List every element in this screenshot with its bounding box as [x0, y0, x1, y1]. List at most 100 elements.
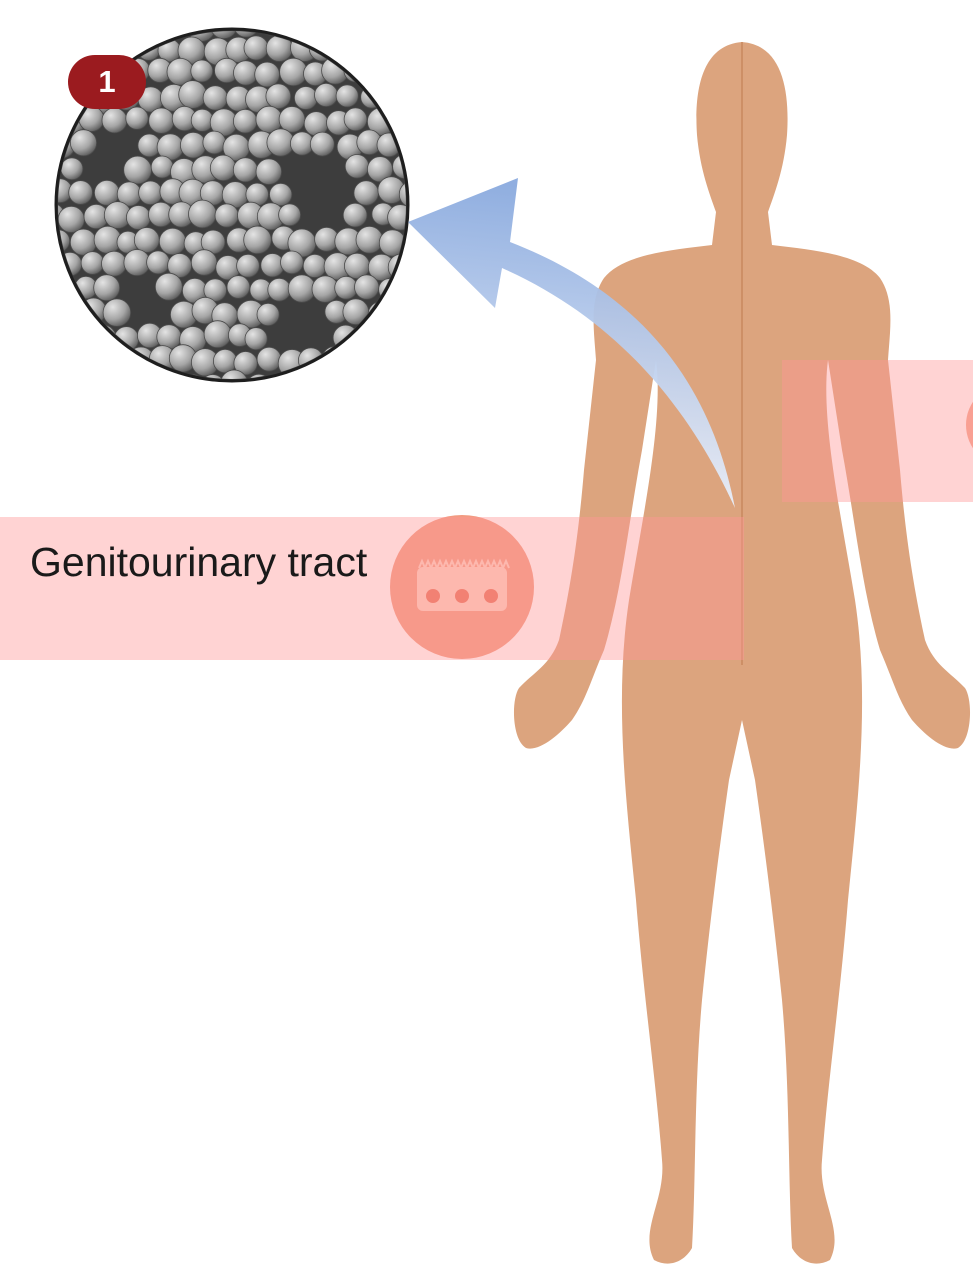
coccus-cell [270, 183, 292, 205]
coccus-cell [126, 206, 150, 230]
coccus-cell [344, 108, 367, 131]
coccus-cell [381, 325, 404, 348]
coccus-cell [399, 280, 423, 304]
coccus-cell [244, 226, 272, 254]
coccus-cell [210, 155, 236, 181]
coccus-cell [399, 132, 424, 157]
coccus-cell [270, 373, 297, 400]
coccus-cell [409, 111, 435, 137]
coccus-cell [191, 60, 213, 82]
coccus-cell [46, 86, 72, 112]
coccus-cell [71, 371, 99, 399]
coccus-cell [399, 181, 426, 208]
coccus-cell [303, 13, 326, 36]
coccus-cell [103, 299, 131, 327]
coccus-cell [210, 11, 238, 39]
coccus-cell [126, 107, 148, 129]
coccus-cell [322, 347, 347, 372]
coccus-cell [314, 377, 336, 399]
coccus-cell [377, 82, 403, 108]
coccus-cell [245, 328, 267, 350]
coccus-cell [39, 14, 62, 37]
coccus-cell [102, 10, 129, 37]
coccus-cell [421, 372, 444, 395]
coccus-cell [377, 33, 404, 60]
coccus-cell [334, 375, 360, 401]
coccus-cell [124, 250, 150, 276]
coccus-cell [233, 109, 257, 133]
coccus-cell [421, 323, 445, 347]
coccus-cell [310, 132, 334, 156]
coccus-cell [412, 303, 437, 328]
coccus-cell [37, 350, 60, 373]
coccus-cell [390, 297, 417, 324]
coccus-cell [134, 228, 159, 253]
coccus-cell [155, 273, 182, 300]
coccus-cell [281, 251, 304, 274]
coccus-cell [404, 37, 426, 59]
coccus-cell [147, 15, 170, 38]
coccus-cell [233, 158, 257, 182]
coccus-cell [139, 181, 163, 205]
coccus-cell [425, 85, 449, 109]
coccus-cell [280, 58, 308, 86]
coccus-cell [283, 13, 306, 36]
coccus-cell [244, 36, 268, 60]
coccus-cell [294, 87, 317, 110]
coccus-cell [89, 325, 117, 353]
coccus-cell [221, 370, 248, 397]
coccus-cell [147, 251, 170, 274]
coccus-cell [138, 371, 165, 398]
coccus-cell [402, 370, 429, 397]
coccus-cell [159, 228, 186, 255]
coccus-cell [48, 179, 72, 203]
coccus-cell [371, 13, 394, 36]
coccus-cell [410, 156, 433, 179]
coccus-cell [213, 349, 236, 372]
coccus-cell [191, 250, 217, 276]
coccus-cell [256, 159, 282, 185]
coccus-cell [58, 304, 80, 326]
coccus-cell [94, 275, 120, 301]
coccus-cell [389, 108, 413, 132]
coccus-cell [370, 352, 393, 375]
coccus-cell [420, 37, 446, 63]
coccus-cell [381, 374, 404, 397]
coccus-cell [257, 347, 281, 371]
coccus-cell [159, 372, 182, 395]
coccus-cell [293, 375, 316, 398]
coccus-cell [104, 351, 128, 375]
coccus-cell [61, 158, 83, 180]
site-band-right [782, 360, 973, 502]
coccus-cell [70, 130, 96, 156]
coccus-cell [58, 12, 83, 37]
coccus-cell [85, 349, 108, 372]
coccus-cell [420, 133, 446, 159]
coccus-cell [111, 374, 138, 401]
coccus-cell [356, 226, 383, 253]
coccus-cell [69, 326, 94, 351]
coccus-cell [354, 369, 379, 394]
coccus-cell [48, 322, 75, 349]
coccus-cell [126, 10, 151, 35]
coccus-cell [237, 254, 260, 277]
coccus-cell [151, 156, 173, 178]
coccus-cell [368, 301, 394, 327]
coccus-cell [266, 84, 291, 109]
coccus-cell [179, 81, 207, 109]
coccus-cell [389, 60, 414, 85]
coccus-cell [203, 86, 227, 110]
coccus-cell [268, 278, 291, 301]
coccus-cell [336, 85, 358, 107]
coccus-cell [354, 181, 379, 206]
coccus-cell [189, 200, 217, 228]
coccus-cell [57, 348, 81, 372]
coccus-cell [255, 62, 280, 87]
coccus-cell [34, 297, 62, 325]
coccus-cell [204, 321, 231, 348]
coccus-cell [45, 276, 73, 304]
coccus-cell [419, 182, 446, 209]
coccus-cell [347, 350, 370, 373]
coccus-cell [335, 276, 358, 299]
coccus-cell [343, 203, 367, 227]
